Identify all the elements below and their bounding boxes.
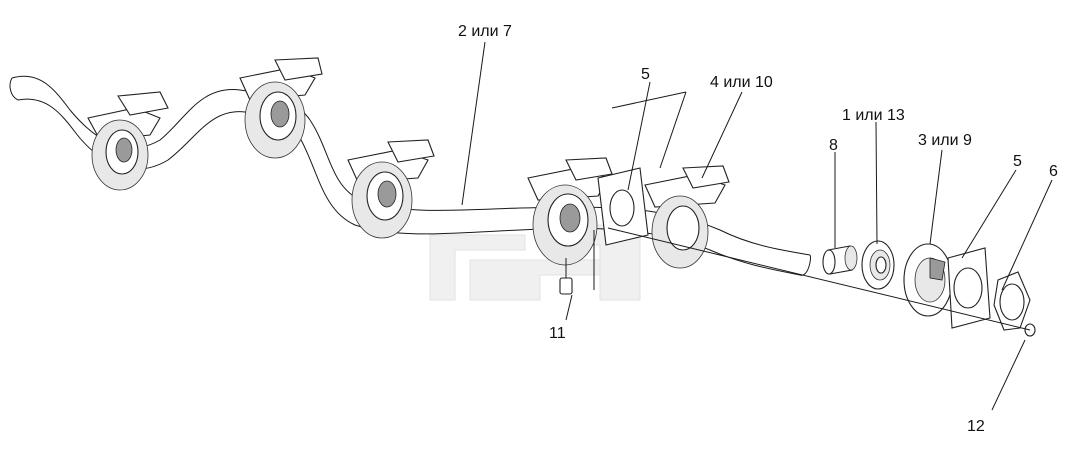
flange-2 bbox=[239, 57, 323, 159]
callout-11: 11 bbox=[549, 325, 566, 342]
callout-3-or-9: 3 или 9 bbox=[918, 132, 972, 149]
callout-12: 12 bbox=[967, 418, 985, 435]
callout-2-or-7: 2 или 7 bbox=[458, 23, 512, 40]
gasket-right bbox=[947, 247, 991, 329]
callout-8: 8 bbox=[829, 137, 838, 154]
bolt-11 bbox=[559, 230, 595, 295]
axis-line bbox=[607, 227, 1031, 331]
callout-4-or-10: 4 или 10 bbox=[710, 74, 773, 91]
callout-6: 6 bbox=[1049, 163, 1058, 180]
flange-3 bbox=[347, 139, 435, 239]
callout-1-or-13: 1 или 13 bbox=[842, 107, 905, 124]
callout-5-left: 5 bbox=[641, 66, 650, 83]
sleeve-8 bbox=[822, 245, 858, 275]
leader-lines bbox=[461, 41, 1053, 411]
gasket-left bbox=[597, 91, 687, 246]
bearing-1-13 bbox=[861, 240, 895, 290]
cover-6 bbox=[993, 271, 1031, 331]
flange-1 bbox=[87, 91, 169, 191]
flange-5 bbox=[644, 165, 730, 269]
callout-5-right: 5 bbox=[1013, 153, 1022, 170]
flange-4 bbox=[527, 157, 613, 266]
callouts: 2 или 7 5 4 или 10 1 или 13 8 3 или 9 5 … bbox=[458, 23, 1058, 435]
seal-3-9 bbox=[903, 243, 953, 317]
